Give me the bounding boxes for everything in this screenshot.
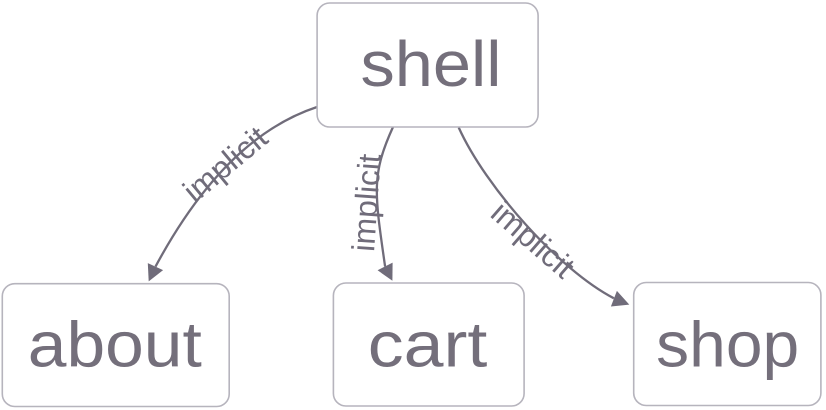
- svg-text:shop: shop: [656, 309, 799, 381]
- svg-text:cart: cart: [368, 309, 488, 381]
- svg-text:shell: shell: [361, 28, 502, 100]
- svg-text:implicit: implicit: [345, 153, 388, 253]
- svg-text:implicit: implicit: [484, 194, 581, 285]
- svg-text:implicit: implicit: [176, 119, 274, 209]
- svg-text:about: about: [28, 309, 202, 381]
